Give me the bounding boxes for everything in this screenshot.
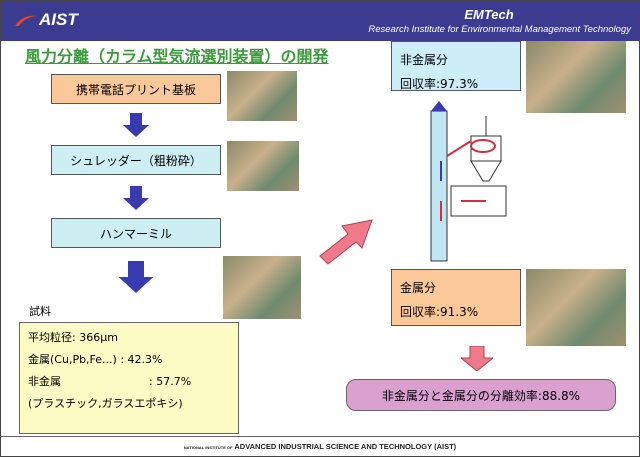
page-title: 風力分離（カラム型気流選別装置）の開発 (25, 47, 329, 66)
footer-main: ADVANCED INDUSTRIAL SCIENCE AND TECHNOLO… (234, 442, 457, 451)
milled-photo (223, 256, 301, 319)
arrow-down-icon (123, 113, 149, 137)
arrow-down-icon (123, 186, 149, 210)
footer: NATIONAL INSTITUTE OF ADVANCED INDUSTRIA… (1, 442, 639, 451)
shredded-photo (227, 141, 299, 191)
sample-line: (プラスチック,ガラスエポキシ) (28, 397, 183, 410)
sample-line: 非金属 : 57.7% (28, 375, 192, 388)
nonmetal-rate: 回収率:97.3% (400, 77, 479, 91)
arrow-down-icon (461, 346, 493, 371)
footer-small: NATIONAL INSTITUTE OF (183, 445, 233, 450)
step-pcb: 携帯電話プリント基板 (51, 74, 221, 104)
footer-divider (1, 436, 639, 437)
pcb-photo (227, 71, 297, 121)
metal-box: 金属分 回収率:91.3% (391, 269, 521, 326)
emtech-label: EMTech (464, 7, 514, 22)
nonmetal-title: 非金属分 (400, 53, 449, 67)
step-hammer-mill: ハンマーミル (51, 218, 221, 248)
step-shredder: シュレッダー（粗粉砕） (51, 145, 221, 175)
metal-title: 金属分 (400, 281, 437, 295)
separation-efficiency-box: 非金属分と金属分の分離効率:88.8% (346, 379, 616, 411)
nonmetal-photo (526, 41, 626, 113)
sample-label: 試料 (29, 305, 51, 318)
aist-logo-icon (15, 15, 37, 26)
aist-logo: AIST (39, 10, 78, 29)
air-classifier-diagram (430, 101, 507, 262)
metal-photo (526, 269, 626, 346)
header-bar (1, 1, 639, 41)
institute-name: Research Institute for Environmental Man… (368, 24, 631, 35)
sample-info-box: 平均粒径: 366μm 金属(Cu,Pb,Fe...) : 42.3% 非金属 … (19, 322, 239, 434)
arrow-down-icon (118, 261, 154, 293)
arrow-up-right-icon (319, 219, 373, 265)
nonmetal-box: 非金属分 回収率:97.3% (391, 41, 521, 91)
metal-rate: 回収率:91.3% (400, 305, 479, 319)
sample-line: 平均粒径: 366μm (28, 331, 118, 344)
sample-line: 金属(Cu,Pb,Fe...) : 42.3% (28, 353, 163, 366)
